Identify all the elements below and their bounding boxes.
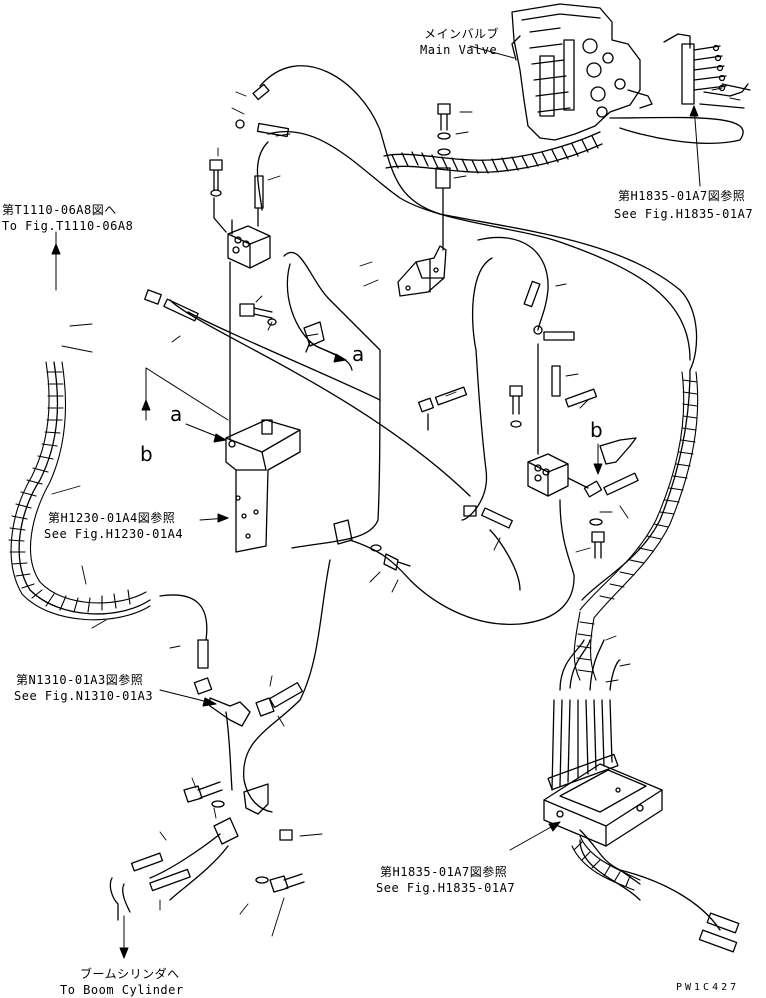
valve-block-upper bbox=[209, 159, 271, 441]
boom-cylinder-label-jp: ブームシリンダへ bbox=[80, 967, 180, 981]
view-marker-a-left: a bbox=[170, 402, 183, 426]
view-marker-a-middle: a bbox=[352, 342, 365, 366]
ref-t1110-en: To Fig.T1110-06A8 bbox=[2, 219, 134, 233]
manifold-bottom-right bbox=[543, 639, 740, 953]
ref-n1310-jp: 第N1310-01A3図参照 bbox=[16, 673, 144, 687]
view-marker-b-left: b bbox=[140, 442, 153, 466]
main-valve-label-jp: メインバルブ bbox=[424, 27, 500, 41]
spiral-sleeve-top bbox=[383, 131, 603, 174]
ref-h1835-bottom-jp: 第H1835-01A7図参照 bbox=[380, 865, 508, 879]
main-valve bbox=[511, 3, 653, 141]
ref-h1835-bottom-en: See Fig.H1835-01A7 bbox=[376, 881, 516, 895]
view-marker-b-right: b bbox=[590, 418, 603, 442]
reference-arrows bbox=[51, 45, 701, 959]
bracket-h1230 bbox=[225, 419, 301, 553]
bolts-top bbox=[435, 103, 451, 251]
bracket-top-middle bbox=[397, 245, 447, 297]
clamps bbox=[213, 321, 353, 845]
ref-t1110-jp: 第T1110-06A8図へ bbox=[2, 203, 117, 217]
boom-cylinder-label-en: To Boom Cylinder bbox=[60, 983, 184, 997]
drawing-code: PW1C427 bbox=[676, 982, 740, 993]
ref-h1230-jp: 第H1230-01A4図参照 bbox=[48, 511, 176, 525]
ref-h1230-en: See Fig.H1230-01A4 bbox=[44, 527, 184, 541]
fittings bbox=[109, 83, 639, 921]
hose-lines bbox=[18, 65, 744, 931]
valve-block-lower-right bbox=[509, 343, 589, 497]
ref-n1310-en: See Fig.N1310-01A3 bbox=[14, 689, 154, 703]
ref-h1835-top-jp: 第H1835-01A7図参照 bbox=[618, 189, 746, 203]
spiral-sleeves bbox=[8, 361, 699, 891]
leader-lines bbox=[51, 87, 741, 937]
ref-h1835-top-en: See Fig.H1835-01A7 bbox=[614, 207, 754, 221]
main-valve-label-en: Main Valve bbox=[420, 43, 498, 57]
pilot-valve-block-top-right bbox=[663, 33, 751, 109]
